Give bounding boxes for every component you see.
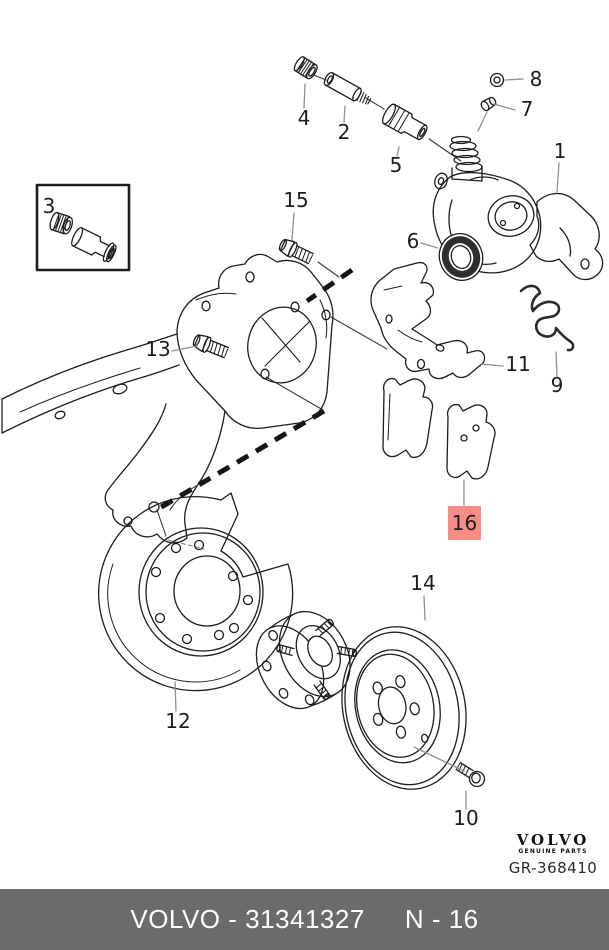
callout-16[interactable]: 16 xyxy=(452,511,477,535)
part-12-splash-shield xyxy=(97,492,294,692)
volvo-tagline: GENUINE PARTS xyxy=(518,848,588,855)
part-2-guide-bolt xyxy=(323,71,372,105)
callout-3[interactable]: 3 xyxy=(43,194,56,218)
part-3-plug xyxy=(49,211,74,235)
footer-part-number: VOLVO - 31341327 xyxy=(130,904,365,934)
highlighted-callout-16[interactable]: 16 xyxy=(448,506,481,540)
part-16-brake-pads xyxy=(382,377,496,480)
callout-12[interactable]: 12 xyxy=(165,709,190,733)
part-3-guide-pin-kit-box xyxy=(35,183,131,272)
footer-figure-ref: N - 16 xyxy=(404,904,479,934)
callout-4[interactable]: 4 xyxy=(298,106,311,130)
callout-9[interactable]: 9 xyxy=(551,373,564,397)
callout-labels: 1 2 3 4 5 6 7 8 9 10 11 12 13 14 15 xyxy=(43,67,567,830)
callout-13[interactable]: 13 xyxy=(145,337,170,361)
callout-6[interactable]: 6 xyxy=(407,229,420,253)
callout-15[interactable]: 15 xyxy=(283,188,308,212)
wheel-hub xyxy=(255,610,357,710)
part-6-seal-ring xyxy=(438,233,484,281)
exploded-parts-diagram: 1 2 3 4 5 6 7 8 9 10 11 12 13 14 15 16 xyxy=(1,56,604,830)
callout-16-highlight-box[interactable] xyxy=(448,506,481,540)
graphic-reference: GR-368410 xyxy=(508,859,598,877)
rear-axle-knuckle-assembly xyxy=(1,253,334,544)
callout-5[interactable]: 5 xyxy=(390,153,403,177)
part-9-spring-clip xyxy=(519,284,575,352)
callout-14[interactable]: 14 xyxy=(410,571,435,595)
part-10-set-screw xyxy=(455,762,486,788)
part-14-brake-disc xyxy=(341,626,467,790)
callout-7[interactable]: 7 xyxy=(521,97,534,121)
part-4-plug xyxy=(293,56,318,80)
part-8-nut xyxy=(489,72,505,88)
volvo-logo: VOLVO xyxy=(516,831,590,849)
callout-2[interactable]: 2 xyxy=(338,120,351,144)
part-15-bolt xyxy=(278,238,314,265)
assembly-axis-dashed-lower xyxy=(156,408,326,512)
part-11-caliper-bracket xyxy=(370,261,486,380)
leader-lines xyxy=(171,78,560,810)
footer-bar: VOLVO - 31341327 N - 16 xyxy=(0,889,609,950)
callout-10[interactable]: 10 xyxy=(453,806,478,830)
part-5-sleeve xyxy=(381,103,428,141)
part-1-brake-caliper xyxy=(432,135,604,281)
callout-1[interactable]: 1 xyxy=(554,139,567,163)
callout-8[interactable]: 8 xyxy=(530,67,543,91)
callout-11[interactable]: 11 xyxy=(505,352,530,376)
brand-block: VOLVO GENUINE PARTS GR-368410 xyxy=(497,831,609,878)
wheel-studs xyxy=(276,618,357,700)
assembly-axis-dashed-upper xyxy=(305,267,354,304)
part-3-guide-pin xyxy=(71,227,117,263)
shield-hole-leader-dashed xyxy=(167,539,205,550)
part-7-cap xyxy=(480,96,497,112)
